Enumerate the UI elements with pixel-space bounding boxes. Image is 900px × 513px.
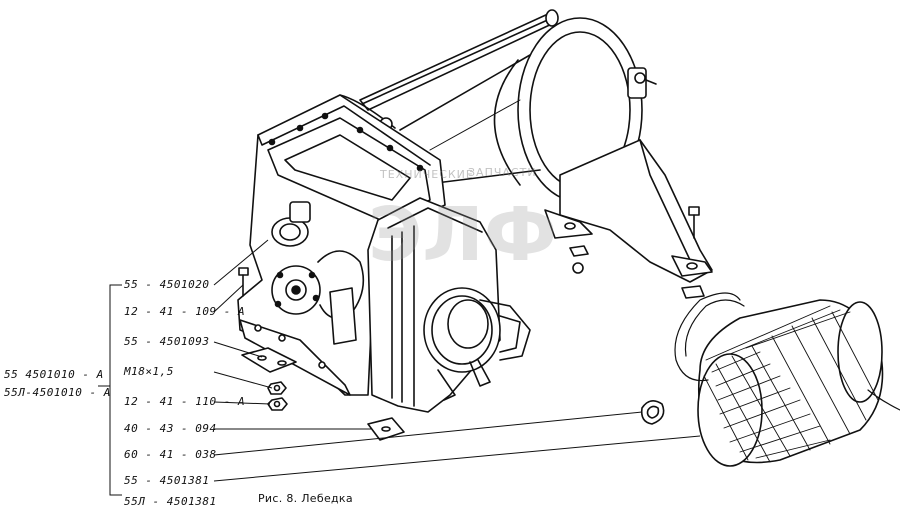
right-fasteners <box>569 245 705 299</box>
part-label-7: 60 - 41 - 038 <box>124 448 217 461</box>
assembly-label-2: 55Л-4501010 - А <box>4 386 111 399</box>
washer-plate-bottom <box>367 417 405 441</box>
right-support <box>544 139 713 283</box>
gearbox-cover <box>367 197 531 413</box>
leader-lines <box>98 239 701 496</box>
cable-coil <box>674 292 900 467</box>
figure-caption: Рис. 8. Лебедка <box>258 492 353 505</box>
part-label-4: М18×1,5 <box>124 365 174 378</box>
watermark-right-text: ЗАПЧАСТИ <box>468 166 537 179</box>
part-label-5: 12 - 41 - 110 - А <box>124 395 246 408</box>
foot-bolt-right <box>688 206 700 239</box>
gearbox-housing <box>237 94 446 396</box>
part-label-1: 55 - 4501020 <box>124 278 210 291</box>
assembly-label-1: 55 4501010 - А <box>4 368 104 381</box>
thimble <box>640 400 665 425</box>
washer-plate-left <box>241 347 297 373</box>
drum <box>329 54 541 186</box>
part-label-3: 55 - 4501093 <box>124 335 210 348</box>
watermark-logo-text: ЭЛФ <box>368 192 558 278</box>
part-label-6: 40 - 43 - 094 <box>124 422 217 435</box>
part-label-9: 55Л - 4501381 <box>124 495 217 508</box>
watermark-top-text: ТЕХНИЧЕСКИЕ <box>380 168 474 181</box>
part-label-8: 55 - 4501381 <box>124 474 210 487</box>
nuts-left <box>267 381 288 411</box>
part-label-2: 12 - 41 - 109 - А <box>124 305 246 318</box>
